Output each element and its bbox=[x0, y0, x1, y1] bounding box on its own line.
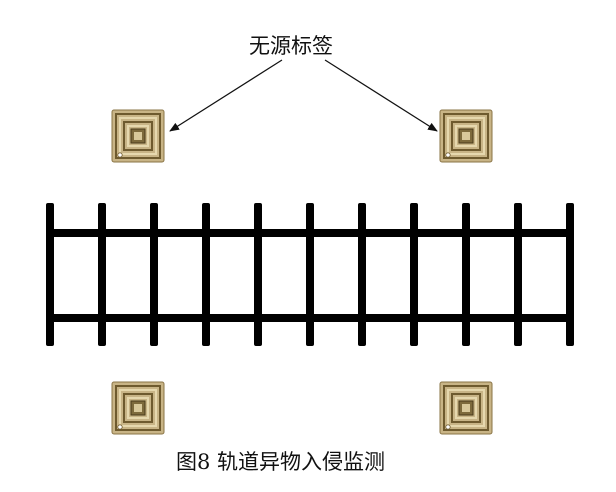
sleeper bbox=[254, 203, 262, 346]
figure-caption: 图8 轨道异物入侵监测 bbox=[176, 450, 386, 474]
rfid-tag-top-right bbox=[439, 109, 493, 163]
arrow-to-right-tag bbox=[324, 59, 438, 132]
sleeper bbox=[410, 203, 418, 346]
sleeper bbox=[98, 203, 106, 346]
arrow-to-left-tag bbox=[169, 59, 283, 132]
railway-track bbox=[46, 203, 574, 346]
sleeper bbox=[358, 203, 366, 346]
sleeper bbox=[514, 203, 522, 346]
rfid-tag-top-left bbox=[111, 109, 165, 163]
sleeper bbox=[202, 203, 210, 346]
sleeper bbox=[462, 203, 470, 346]
rfid-tag-bottom-left bbox=[111, 381, 165, 435]
sleeper bbox=[306, 203, 314, 346]
sleeper bbox=[46, 203, 54, 346]
sleeper bbox=[150, 203, 158, 346]
rfid-tag-bottom-right bbox=[439, 381, 493, 435]
passive-tag-label: 无源标签 bbox=[249, 34, 333, 58]
sleeper bbox=[566, 203, 574, 346]
